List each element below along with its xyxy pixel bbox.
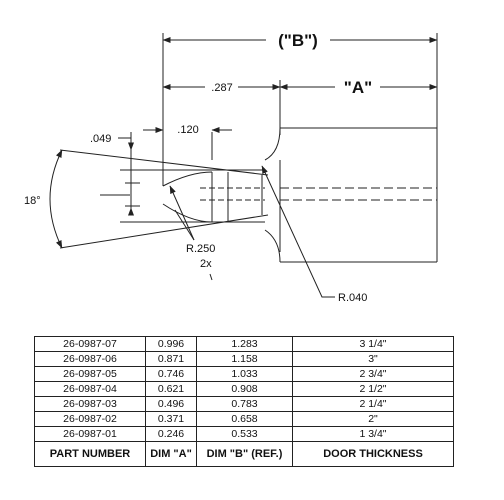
body-fillet-bottom [264,229,281,263]
table-cell: 2" [292,411,454,427]
taper-top [59,149,269,176]
table-header-cell: PART NUMBER [34,441,146,467]
table-cell: 1 3/4" [292,426,454,442]
table-cell: 0.783 [196,396,293,412]
table-cell: 0.658 [196,411,293,427]
angle-arc [49,149,63,249]
table-cell: 3 1/4" [292,336,454,352]
table-cell: 0.246 [145,426,197,442]
leader-2x-tick [209,273,213,281]
leader-r040 [261,165,335,298]
table-cell: 0.496 [145,396,197,412]
table-cell: 0.621 [145,381,197,397]
taper-bottom [59,214,269,249]
table-cell: 26-0987-06 [34,351,146,367]
dim-b-label: ("B") [278,31,318,50]
leader-r250-b [174,209,195,241]
angle-label: 18° [24,195,41,207]
dim-287-label: .287 [211,82,232,94]
leader-r250-a [169,185,195,241]
table-cell: 2 1/2" [292,381,454,397]
dim-120-label: .120 [177,124,198,136]
table-header-cell: DIM "B" (REF.) [196,441,293,467]
radius-040-label: R.040 [338,292,367,304]
table-cell: 0.371 [145,411,197,427]
table-cell: 0.533 [196,426,293,442]
nose-tip-bottom [162,203,213,223]
table-cell: 1.033 [196,366,293,382]
table-cell: 1.158 [196,351,293,367]
table-header-cell: DOOR THICKNESS [292,441,454,467]
dim-a-label: "A" [344,78,372,97]
radius-250-label: R.250 [186,243,215,255]
table-cell: 0.746 [145,366,197,382]
technical-drawing: ("B") .287 "A" .049 .120 18° R.250 2x R.… [24,31,438,304]
body-fillet-top [264,127,281,161]
table-cell: 1.283 [196,336,293,352]
table-cell: 2 1/4" [292,396,454,412]
dim-049-label: .049 [90,133,111,145]
table-cell: 2 3/4" [292,366,454,382]
table-header-cell: DIM "A" [145,441,197,467]
table-cell: 26-0987-02 [34,411,146,427]
table-cell: 26-0987-04 [34,381,146,397]
table-cell: 0.908 [196,381,293,397]
table-cell: 26-0987-07 [34,336,146,352]
table-cell: 3" [292,351,454,367]
table-cell: 0.996 [145,336,197,352]
nose-tip-top [162,171,213,187]
table-cell: 26-0987-03 [34,396,146,412]
count-2x-label: 2x [200,258,212,270]
table-cell: 26-0987-05 [34,366,146,382]
leader-049 [118,137,134,151]
table-cell: 0.871 [145,351,197,367]
table-cell: 26-0987-01 [34,426,146,442]
